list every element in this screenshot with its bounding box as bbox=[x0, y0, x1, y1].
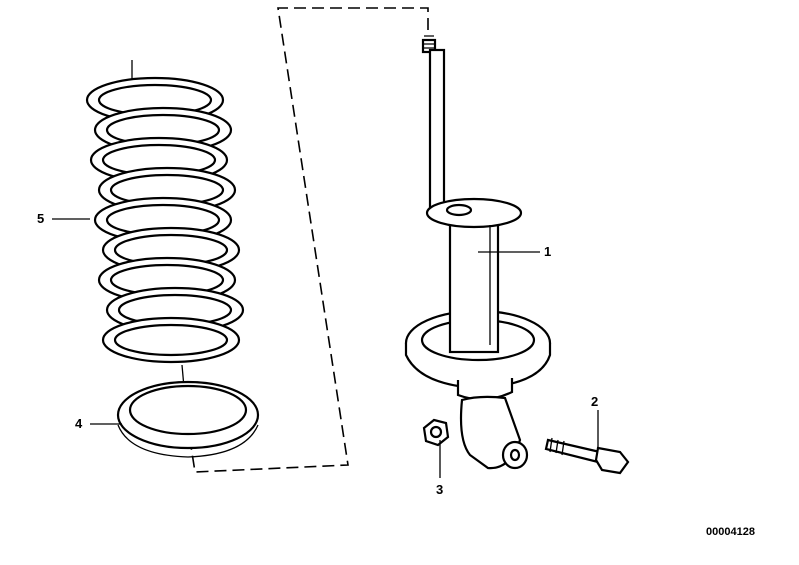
callout-1[interactable]: 1 bbox=[544, 244, 552, 259]
bolt bbox=[544, 437, 630, 475]
nut bbox=[422, 418, 450, 447]
spring-seat bbox=[116, 380, 260, 458]
shock-absorber bbox=[404, 35, 552, 470]
drawing-number: 00004128 bbox=[706, 526, 755, 538]
callout-2[interactable]: 2 bbox=[591, 394, 599, 409]
leader-lines bbox=[52, 218, 599, 478]
callout-4[interactable]: 4 bbox=[75, 416, 83, 431]
spring-coil bbox=[113, 323, 229, 357]
coil-spring bbox=[85, 60, 245, 411]
callout-5[interactable]: 5 bbox=[37, 211, 45, 226]
callout-3[interactable]: 3 bbox=[436, 482, 444, 497]
assembly-dashed-line bbox=[189, 7, 429, 473]
